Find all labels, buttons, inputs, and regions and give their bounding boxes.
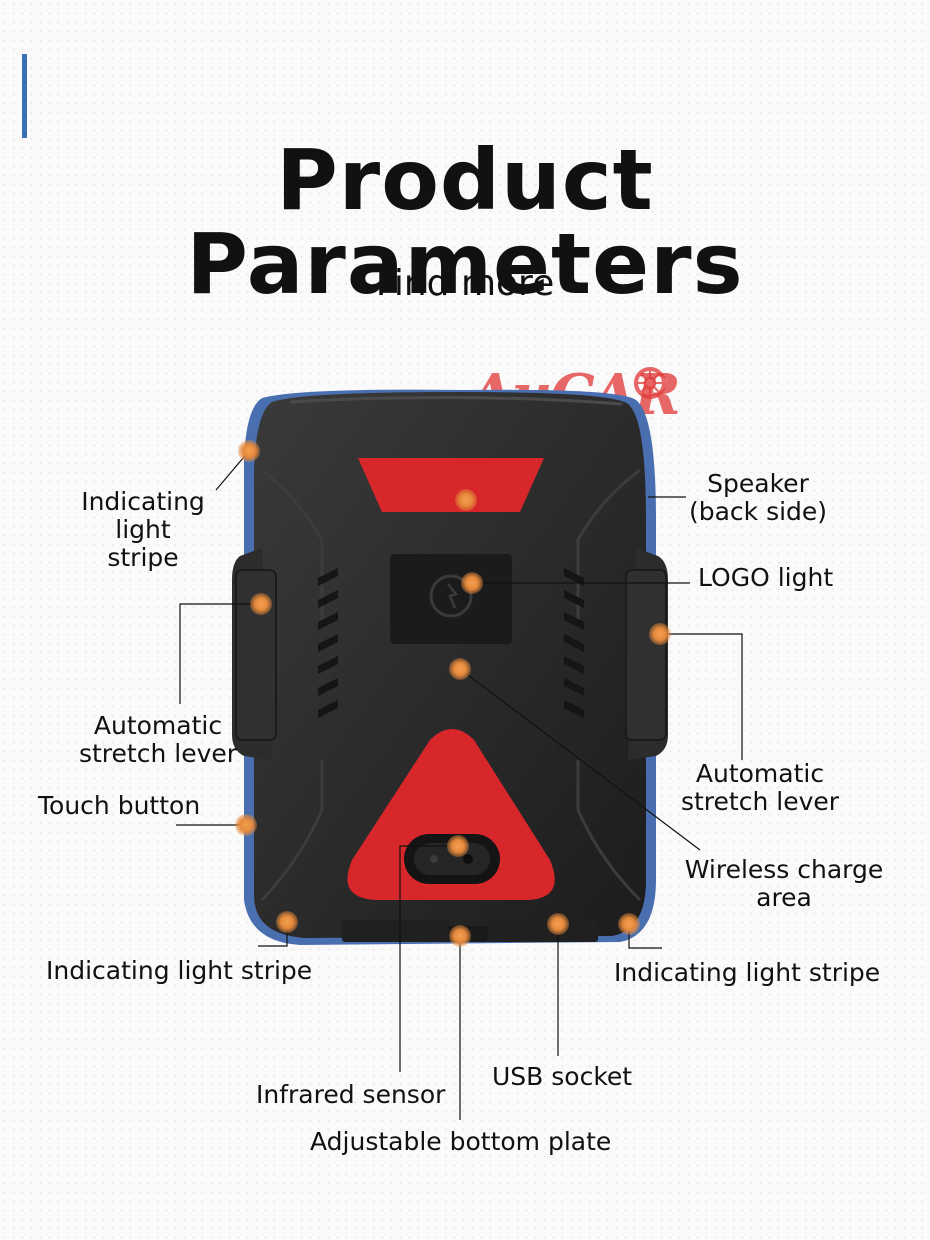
page-title: Product Parameters — [186, 131, 744, 313]
label-wireless-charge: Wireless charge area — [684, 855, 884, 912]
wheel-icon — [634, 367, 666, 399]
label-bottom-plate: Adjustable bottom plate — [310, 1127, 612, 1156]
label-usb-socket: USB socket — [492, 1062, 633, 1091]
label-light-stripe-bottom-left: Indicating light stripe — [46, 956, 313, 985]
label-light-stripe-top-left: Indicating light stripe — [81, 487, 205, 572]
accent-bar — [22, 54, 27, 138]
bottom-plate — [342, 920, 450, 942]
page-subtitle: Find more — [375, 263, 555, 304]
label-infrared-sensor: Infrared sensor — [256, 1080, 446, 1109]
top-red-panel — [358, 458, 544, 512]
label-stretch-lever-left: Automatic stretch lever — [78, 711, 238, 768]
label-logo-light: LOGO light — [698, 563, 834, 592]
hotspot-dots — [235, 440, 671, 947]
bottom-red-panel — [347, 729, 555, 900]
label-light-stripe-bottom-right: Indicating light stripe — [614, 958, 881, 987]
label-touch-button: Touch button — [38, 791, 201, 820]
logo-icon — [429, 574, 473, 618]
label-speaker: Speaker (back side) — [688, 469, 828, 526]
label-stretch-lever-right: Automatic stretch lever — [680, 759, 840, 816]
